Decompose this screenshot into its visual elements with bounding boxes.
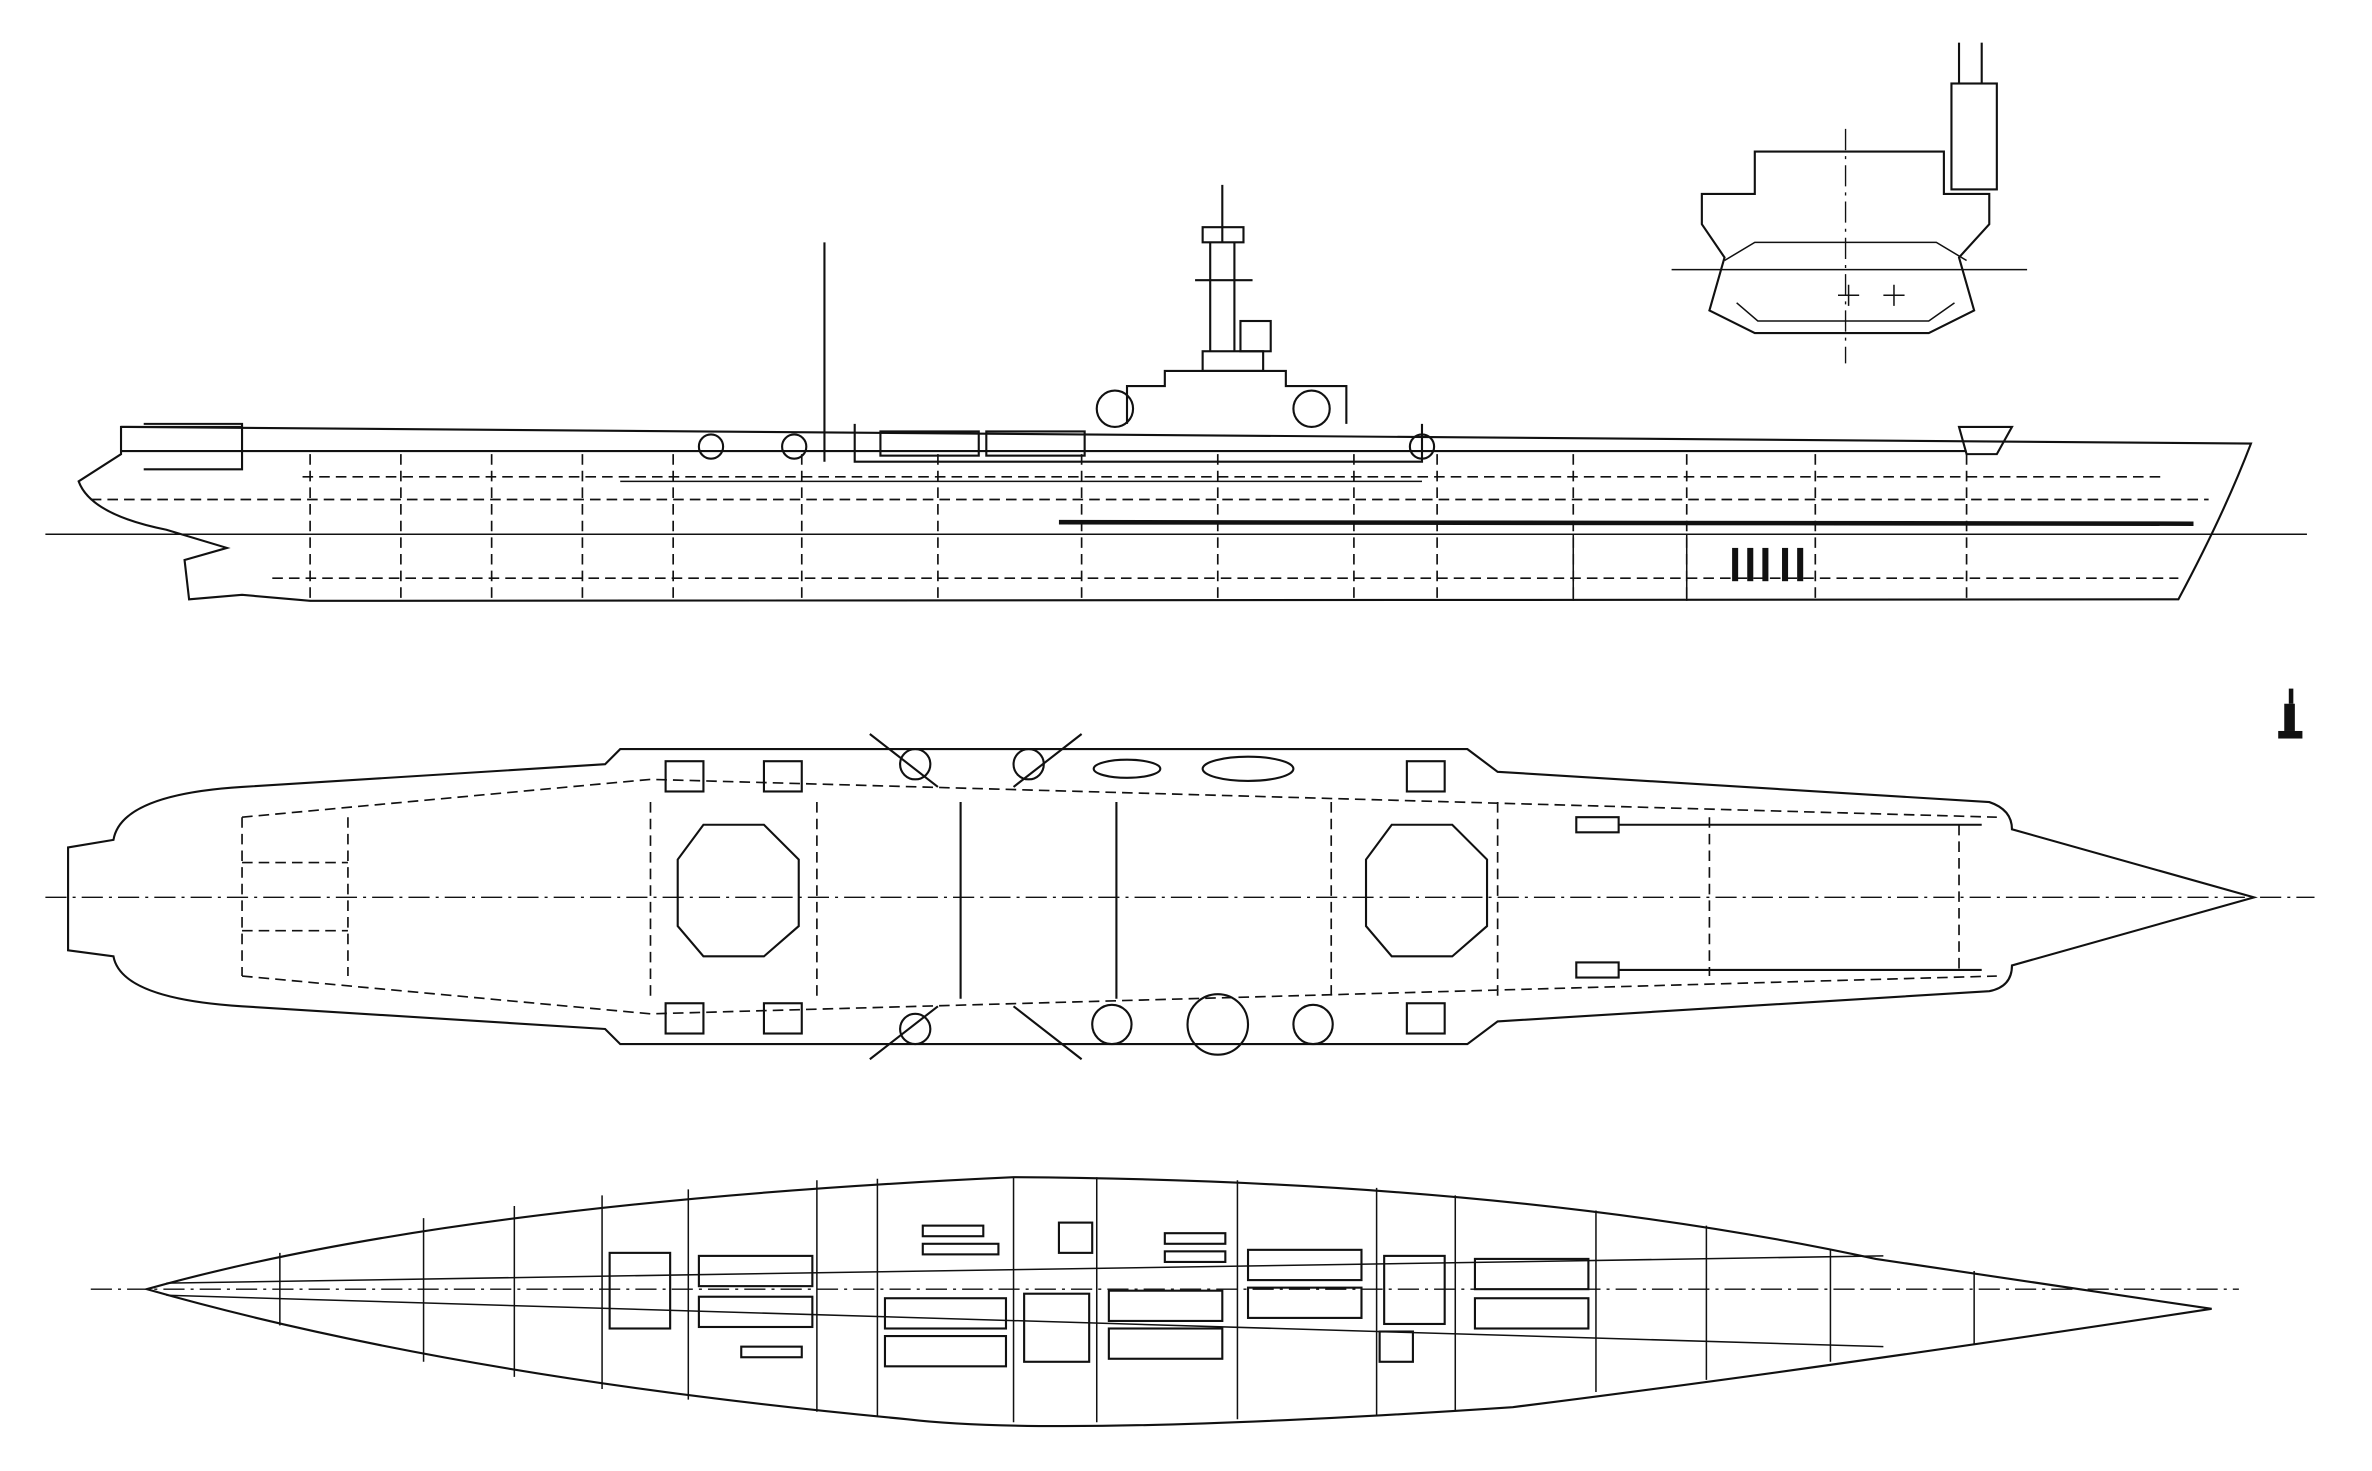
- flight-deck-plan-view: [45, 733, 2315, 1061]
- scale-mark-icon: [2278, 688, 2303, 739]
- mast: [1195, 184, 1253, 352]
- midship-section-view: [1671, 42, 2028, 364]
- island: [1125, 369, 1348, 424]
- hull-bottom-plan-view: [90, 1176, 2239, 1428]
- bottom-outline: [142, 1176, 2212, 1428]
- side-elevation-view: [45, 184, 2307, 602]
- hull-outline: [77, 425, 2253, 602]
- deck-outline: [67, 748, 2258, 1046]
